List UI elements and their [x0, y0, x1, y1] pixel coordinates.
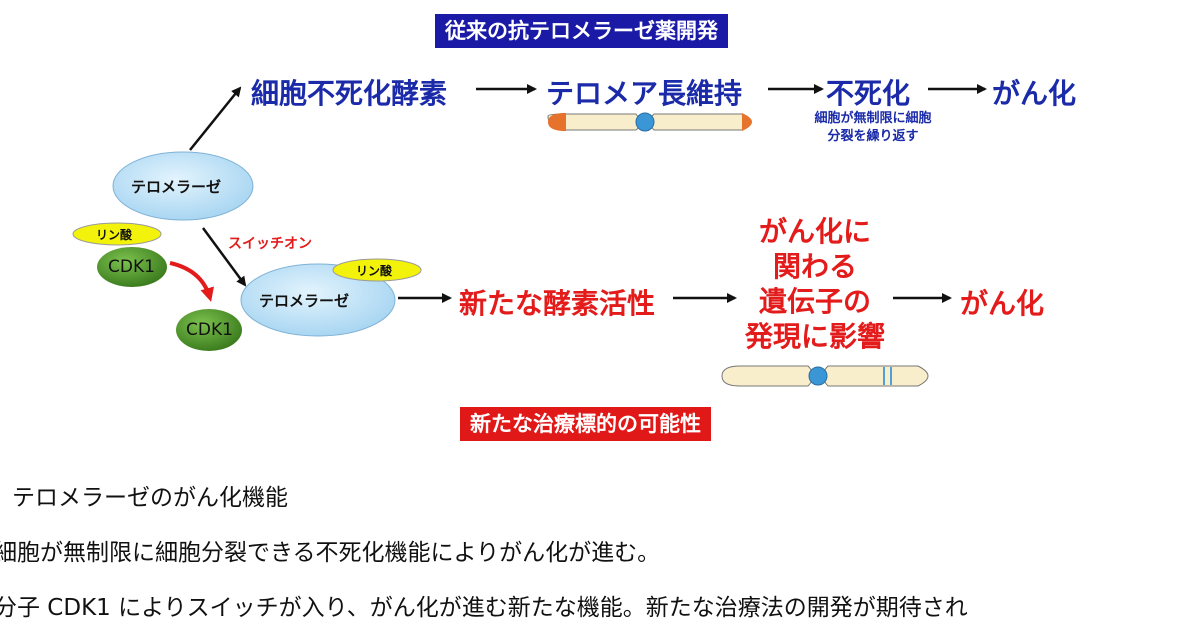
enzyme-label: 細胞不死化酵素 — [251, 77, 448, 110]
arrow-telomerase-to-phospho — [201, 227, 247, 287]
arrow-telomerase-to-enzyme — [189, 86, 242, 151]
telomere-label: テロメア長維持 — [546, 77, 743, 110]
caption-line1: テロメラーゼのがん化機能 — [12, 485, 288, 511]
top-banner: 従来の抗テロメラーゼ薬開発 — [435, 14, 728, 48]
telomerase-ellipse-top — [112, 151, 254, 221]
caption-line2: 細胞が無制限に細胞分裂できる不死化機能によりがん化が進む。 — [0, 540, 661, 566]
chromosome-bottom — [721, 365, 929, 387]
cdk1-label-bottom: CDK1 — [186, 320, 233, 340]
gene-line1: がん化に — [758, 215, 871, 248]
gene-expression-label: がん化に 関わる 遺伝子の 発現に影響 — [740, 214, 890, 354]
caption-line3: 分子 CDK1 によりスイッチが入り、がん化が進む新たな機能。新たな治療法の開発… — [0, 595, 968, 621]
gene-line3: 遺伝子の — [758, 285, 871, 318]
immortal-note: 細胞が無制限に細胞 分裂を繰り返す — [788, 110, 958, 146]
phospho-tag-right-shape — [332, 258, 422, 282]
cancer-label-bottom: がん化 — [960, 287, 1045, 320]
bottom-banner: 新たな治療標的の可能性 — [460, 407, 711, 441]
cdk1-ellipse-top — [97, 247, 167, 287]
phospho-tag-left-shape — [72, 222, 162, 246]
cancer-label-top: がん化 — [992, 77, 1077, 110]
immortal-note-line1: 細胞が無制限に細胞 — [814, 111, 932, 126]
chromosome-top — [547, 112, 752, 132]
cdk1-translocation-arrow — [169, 261, 214, 302]
new-activity-label: 新たな酵素活性 — [459, 287, 656, 320]
phospho-tag-right: リン酸 — [356, 264, 393, 278]
gene-line4: 発現に影響 — [744, 320, 885, 353]
cdk1-ellipse-bottom — [176, 309, 242, 351]
telomerase-label-top: テロメラーゼ — [131, 178, 222, 196]
immortal-note-line2: 分裂を繰り返す — [827, 129, 919, 144]
cdk1-label-top: CDK1 — [108, 257, 155, 277]
switch-on-label: スイッチオン — [228, 236, 312, 252]
telomerase-ellipse-bottom — [240, 263, 396, 337]
telomerase-label-bottom: テロメラーゼ — [259, 292, 350, 310]
phospho-tag-left: リン酸 — [96, 228, 133, 242]
immortal-label: 不死化 — [826, 77, 911, 110]
gene-line2: 関わる — [772, 250, 857, 283]
